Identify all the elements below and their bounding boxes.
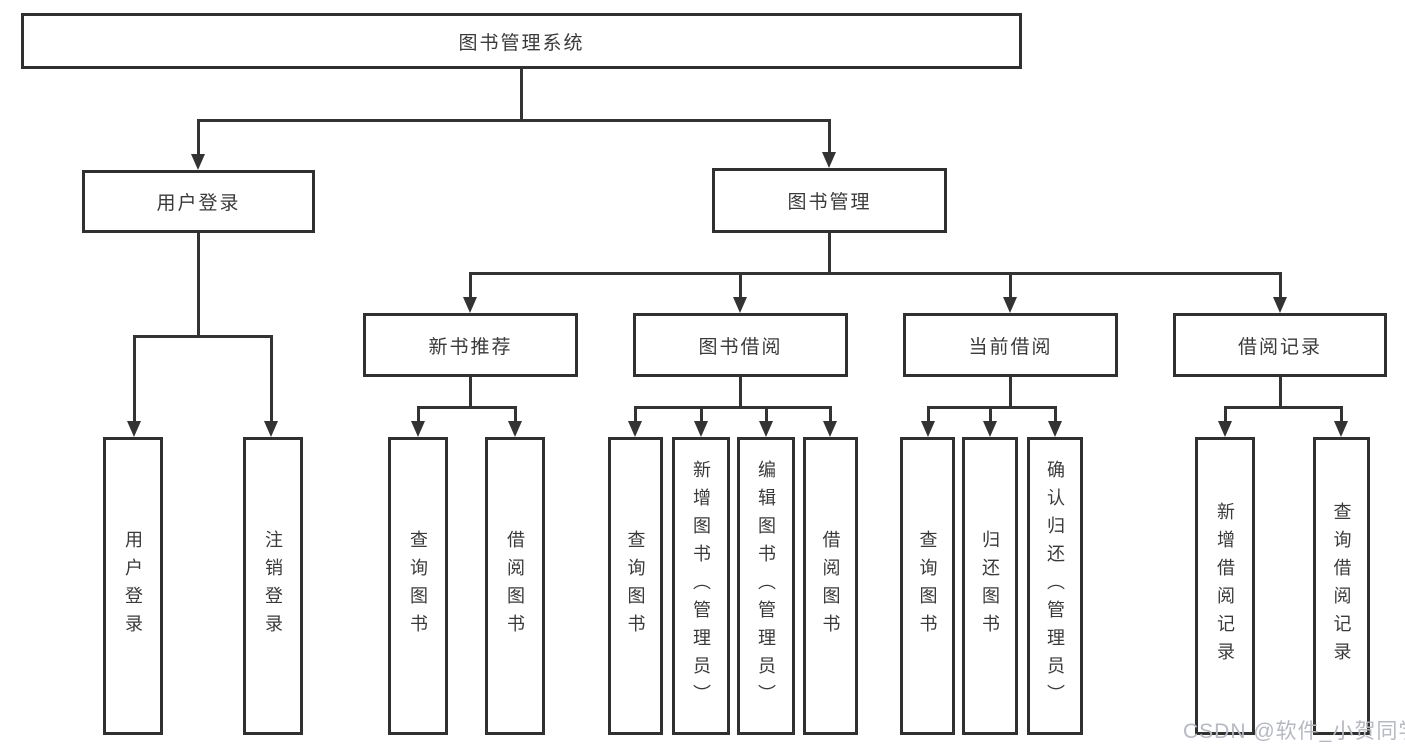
arrowhead-down-icon (191, 154, 205, 170)
node-label: 借阅图书 (505, 530, 525, 642)
node-label: 查询图书 (408, 530, 428, 642)
node-label: 查询图书 (917, 530, 938, 642)
node-current-borrowing: 当前借阅 (903, 313, 1118, 377)
connector-line (197, 233, 200, 335)
leaf-query-books-recommend: 查询图书 (388, 437, 448, 735)
connector-line (1224, 406, 1227, 422)
connector-line (133, 335, 273, 338)
node-new-book-recommend: 新书推荐 (363, 313, 578, 377)
leaf-add-books-admin: 新增图书（管理员） (672, 437, 730, 735)
connector-line (270, 335, 273, 422)
connector-line (197, 119, 200, 155)
node-label: 图书管理系统 (458, 32, 585, 54)
connector-line (469, 272, 472, 298)
node-user-login: 用户登录 (82, 170, 315, 233)
leaf-edit-books-admin: 编辑图书（管理员） (737, 437, 795, 735)
connector-line (1279, 377, 1282, 406)
leaf-confirm-return-admin: 确认归还（管理员） (1027, 437, 1083, 735)
connector-line (739, 272, 742, 298)
connector-line (634, 406, 832, 409)
connector-line (417, 406, 420, 422)
node-label: 查询借阅记录 (1331, 502, 1352, 670)
arrowhead-down-icon (463, 297, 477, 313)
connector-line (927, 406, 930, 422)
node-label: 新书推荐 (428, 336, 513, 358)
arrowhead-down-icon (759, 421, 773, 437)
connector-line (927, 406, 1057, 409)
arrowhead-down-icon (694, 421, 708, 437)
arrowhead-down-icon (822, 152, 836, 168)
arrowhead-down-icon (1048, 421, 1062, 437)
arrowhead-down-icon (1273, 297, 1287, 313)
connector-line (1279, 272, 1282, 298)
leaf-add-borrow-record: 新增借阅记录 (1195, 437, 1255, 735)
node-label: 归还图书 (980, 530, 1000, 642)
leaf-borrow-books-borrowing: 借阅图书 (803, 437, 858, 735)
connector-line (989, 406, 992, 422)
connector-line (765, 406, 768, 422)
connector-line (739, 377, 742, 406)
node-label: 借阅记录 (1237, 336, 1322, 358)
node-borrowing-records: 借阅记录 (1173, 313, 1387, 377)
arrowhead-down-icon (1218, 421, 1232, 437)
connector-line (829, 406, 832, 422)
leaf-logout: 注销登录 (243, 437, 303, 735)
node-label: 借阅图书 (820, 530, 841, 642)
connector-line (133, 335, 136, 422)
arrowhead-down-icon (921, 421, 935, 437)
leaf-query-books-borrowing: 查询图书 (608, 437, 663, 735)
leaf-query-books-current: 查询图书 (900, 437, 955, 735)
connector-line (1340, 406, 1343, 422)
arrowhead-down-icon (628, 421, 642, 437)
arrowhead-down-icon (733, 297, 747, 313)
connector-line (520, 69, 523, 119)
node-library-system: 图书管理系统 (21, 13, 1022, 69)
connector-line (197, 119, 831, 122)
node-label: 用户登录 (156, 193, 241, 214)
node-label: 新增图书（管理员） (691, 460, 711, 712)
arrowhead-down-icon (1334, 421, 1348, 437)
connector-line (514, 406, 517, 422)
connector-line (828, 119, 831, 153)
node-label: 用户登录 (123, 530, 143, 642)
node-label: 注销登录 (263, 530, 283, 642)
connector-line (1054, 406, 1057, 422)
connector-line (828, 233, 831, 272)
node-book-borrowing: 图书借阅 (633, 313, 848, 377)
arrowhead-down-icon (823, 421, 837, 437)
node-label: 图书管理 (787, 192, 872, 213)
connector-line (1009, 272, 1012, 298)
arrowhead-down-icon (1003, 297, 1017, 313)
connector-line (634, 406, 637, 422)
leaf-borrow-books-recommend: 借阅图书 (485, 437, 545, 735)
leaf-return-books: 归还图书 (962, 437, 1018, 735)
leaf-query-borrow-record: 查询借阅记录 (1313, 437, 1370, 735)
arrowhead-down-icon (127, 421, 141, 437)
node-label: 确认归还（管理员） (1045, 460, 1065, 712)
node-book-management: 图书管理 (712, 168, 947, 233)
connector-line (1009, 377, 1012, 406)
connector-line (469, 377, 472, 406)
arrowhead-down-icon (983, 421, 997, 437)
connector-line (700, 406, 703, 422)
node-label: 图书借阅 (698, 336, 783, 358)
csdn-watermark: CSDN @软件_小贺同学 (1183, 720, 1405, 743)
node-label: 查询图书 (625, 530, 646, 642)
node-label: 新增借阅记录 (1215, 502, 1235, 670)
node-label: 编辑图书（管理员） (756, 460, 776, 712)
arrowhead-down-icon (264, 421, 278, 437)
connector-line (469, 272, 1282, 275)
node-label: 当前借阅 (968, 336, 1053, 358)
arrowhead-down-icon (411, 421, 425, 437)
connector-line (417, 406, 517, 409)
leaf-user-login: 用户登录 (103, 437, 163, 735)
arrowhead-down-icon (508, 421, 522, 437)
connector-line (1224, 406, 1343, 409)
